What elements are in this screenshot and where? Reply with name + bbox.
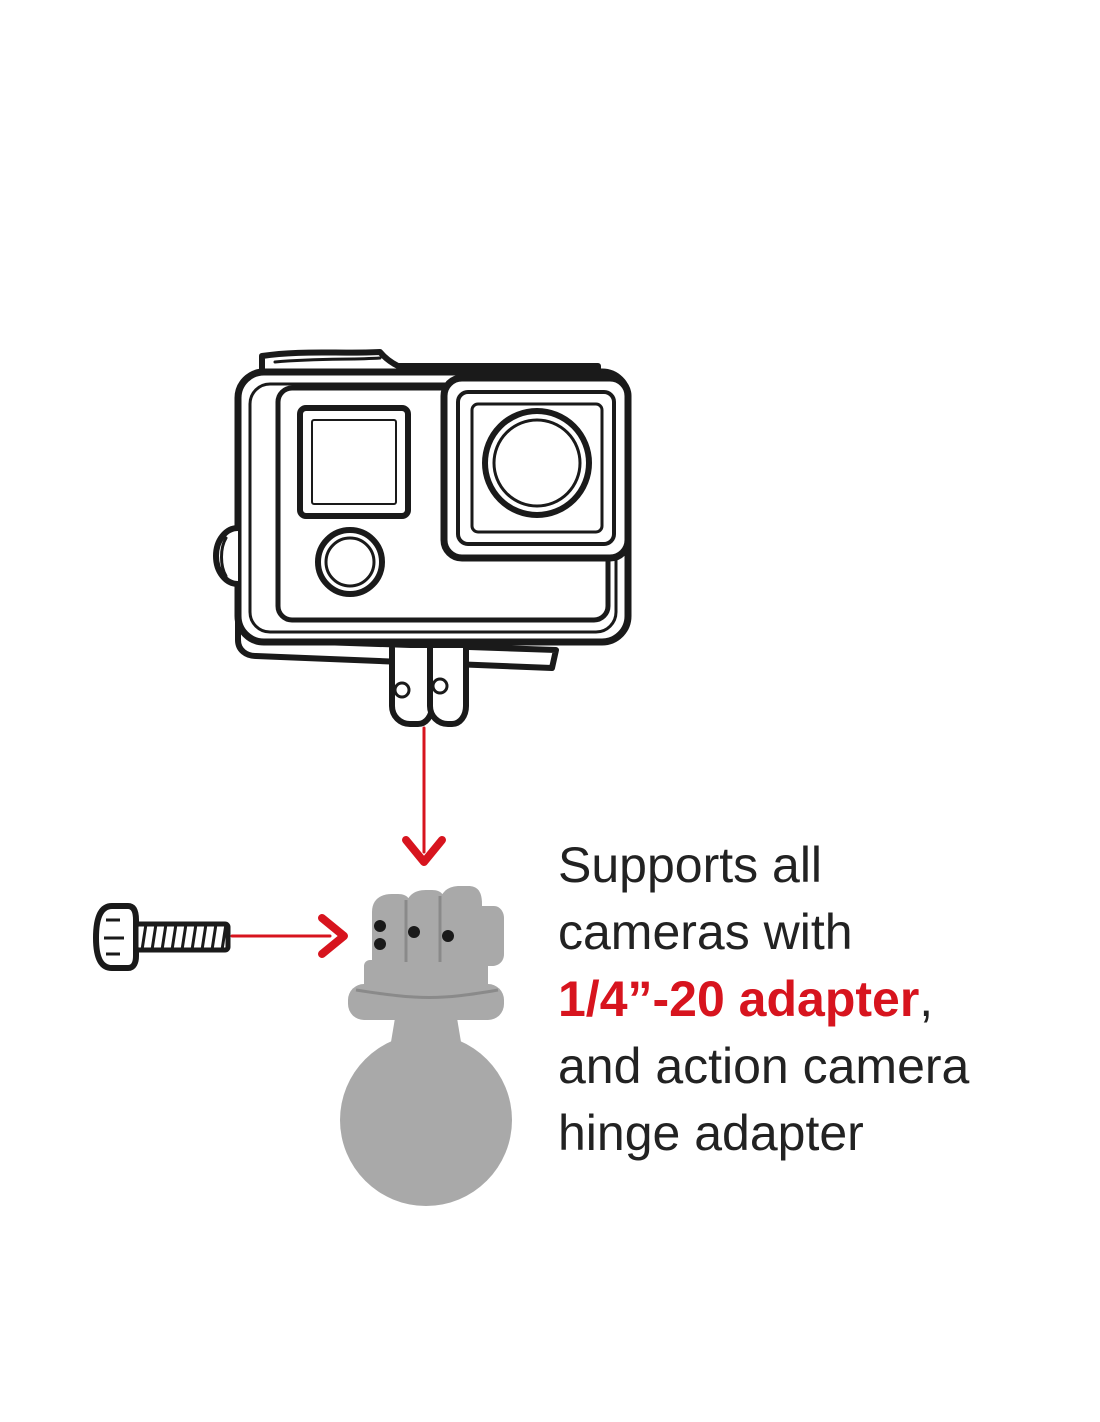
caption-comma: ,	[919, 971, 934, 1027]
thumb-screw-icon	[93, 903, 231, 971]
arrow-right-icon	[230, 914, 348, 958]
feature-caption: Supports all cameras with 1/4”-20 adapte…	[558, 832, 1078, 1167]
arrow-down-icon	[402, 726, 446, 866]
caption-line-4: and action camera	[558, 1038, 970, 1094]
caption-line-3: 1/4”-20 adapter,	[558, 966, 1078, 1033]
caption-line-2: cameras with	[558, 904, 853, 960]
action-camera-housing-icon	[213, 349, 632, 727]
caption-line-5: hinge adapter	[558, 1105, 864, 1161]
caption-highlight: 1/4”-20 adapter	[558, 971, 920, 1027]
ball-mount-adapter-icon	[340, 886, 512, 1206]
caption-line-1: Supports all	[558, 837, 823, 893]
